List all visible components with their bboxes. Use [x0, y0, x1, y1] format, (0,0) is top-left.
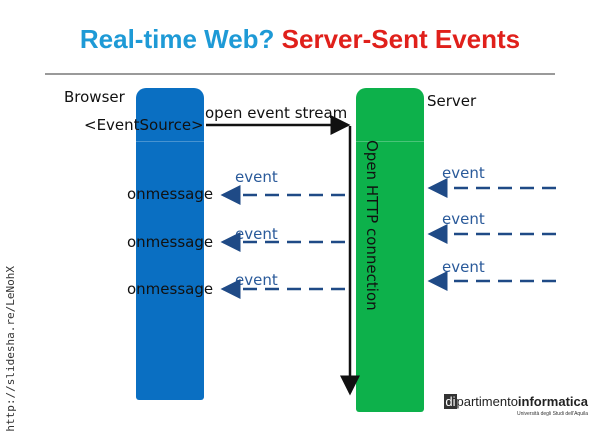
event-label: event: [235, 168, 278, 186]
browser-label: Browser: [64, 88, 125, 106]
event-label: event: [442, 164, 485, 182]
divider: [45, 73, 555, 75]
connection-label: Open HTTP connection: [363, 140, 381, 311]
event-label: event: [235, 271, 278, 289]
server-lifeline: [356, 88, 424, 412]
slide-title: Real-time Web? Server-Sent Events: [0, 24, 600, 55]
source-url[interactable]: http://slidesha.re/LeNohX: [4, 266, 17, 432]
event-label: event: [442, 258, 485, 276]
event-label: event: [235, 225, 278, 243]
title-part2: Server-Sent Events: [281, 24, 521, 54]
browser-lifeline: [136, 88, 204, 400]
title-part1: Real-time Web?: [79, 24, 275, 54]
onmessage-label: onmessage: [127, 185, 214, 203]
onmessage-label: onmessage: [127, 233, 214, 251]
onmessage-label: onmessage: [127, 280, 214, 298]
logo-subtitle: Università degli Studi dell'Aquila: [517, 411, 588, 417]
eventsource-label: <EventSource>: [84, 116, 204, 134]
request-label: open event stream: [205, 104, 348, 122]
server-label: Server: [427, 92, 477, 110]
logo: dipartimentoinformatica: [444, 394, 588, 409]
event-label: event: [442, 210, 485, 228]
